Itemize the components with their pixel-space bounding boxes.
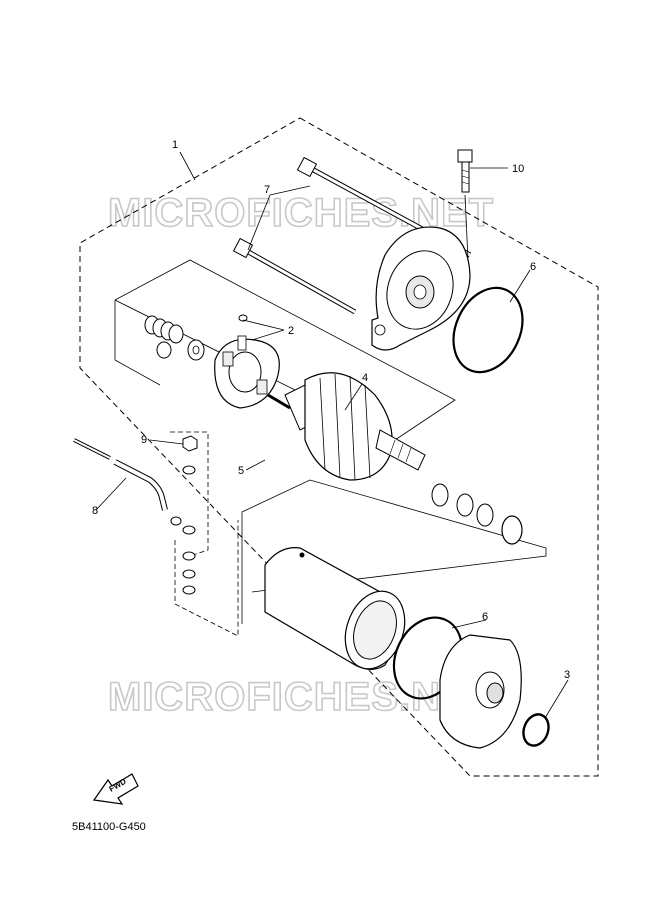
- bolt-10: [457, 149, 473, 193]
- figure-code: 5B41100-G450: [72, 821, 146, 833]
- callout-6-upper: 6: [530, 261, 536, 273]
- front-bracket: [371, 226, 471, 351]
- washer-arm-1: [431, 483, 449, 507]
- terminal-washer-4: [182, 569, 196, 579]
- terminal-bracket-lower: [174, 520, 239, 637]
- terminal-washer-2: [182, 525, 196, 535]
- callout-9: 9: [141, 434, 147, 446]
- brush-springs: [144, 315, 184, 359]
- callout-2: 2: [288, 325, 294, 337]
- washer-arm-2: [456, 493, 474, 517]
- lock-washer: [501, 515, 523, 545]
- brush-spring: [238, 314, 248, 322]
- yoke-frame: [241, 479, 547, 593]
- o-ring-3: [522, 713, 550, 747]
- fwd-arrow-icon: FWD: [92, 773, 139, 805]
- watermark-bottom: MICROFICHES.NET: [108, 675, 494, 719]
- callout-8: 8: [92, 505, 98, 517]
- callout-6-lower: 6: [482, 611, 488, 623]
- callout-7: 7: [264, 184, 270, 196]
- assembly-boundary: [79, 117, 599, 777]
- lead-wire: [73, 438, 182, 526]
- terminal-washer-5: [182, 585, 196, 595]
- leader-lines: [95, 151, 569, 719]
- callout-1: 1: [172, 139, 178, 151]
- through-bolt-lower: [232, 237, 357, 315]
- washer-arm-3: [476, 503, 494, 527]
- callout-4: 4: [362, 372, 368, 384]
- terminal-washer-1: [182, 465, 196, 475]
- terminal-washer-3: [182, 551, 196, 561]
- terminal-bracket: [170, 431, 209, 557]
- callout-3: 3: [564, 669, 570, 681]
- callout-10: 10: [512, 163, 524, 175]
- brush-frame-edge-2: [114, 359, 161, 386]
- callout-5: 5: [238, 465, 244, 477]
- rear-cover: [439, 634, 522, 749]
- yoke: [264, 547, 406, 670]
- armature: [267, 372, 426, 481]
- nut-9: [182, 435, 198, 452]
- brush-holder: [214, 335, 280, 409]
- washer-brush-hole: [192, 345, 200, 355]
- o-ring-upper: [452, 286, 524, 374]
